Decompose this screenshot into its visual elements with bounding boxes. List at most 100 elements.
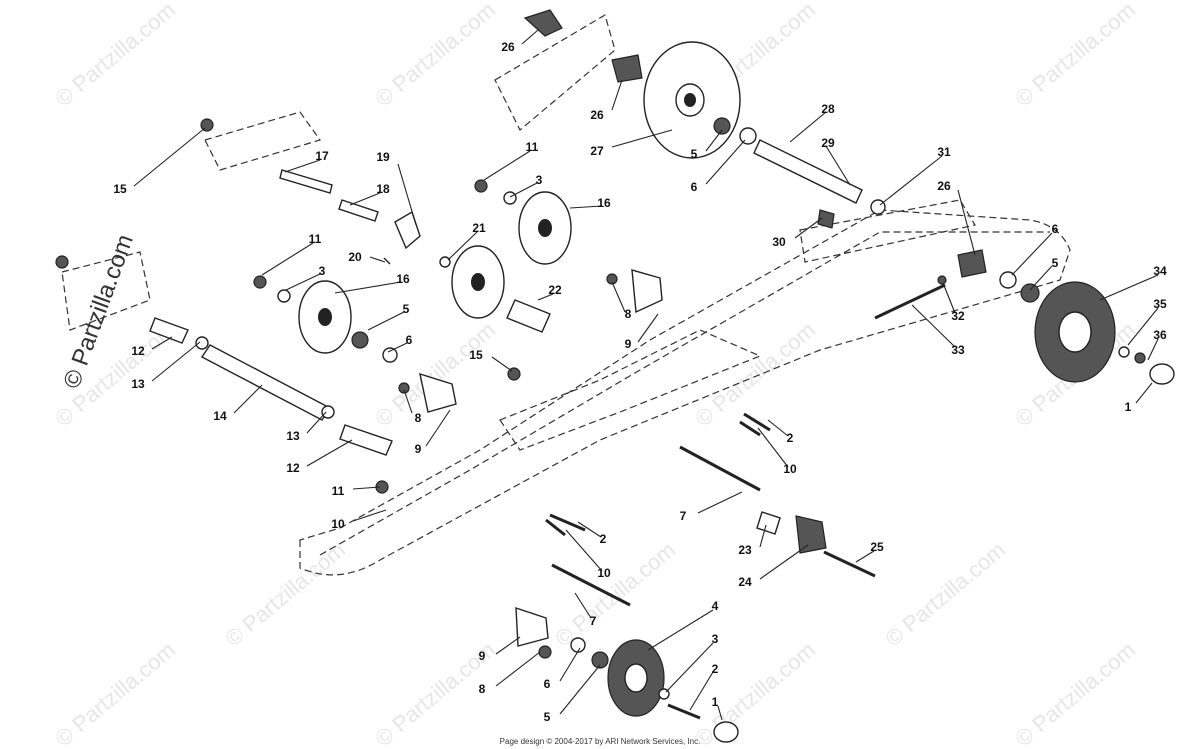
cap-1-lower — [713, 721, 739, 743]
idler-wheel-27-bore — [684, 93, 696, 107]
callout-29[interactable]: 29 — [821, 136, 835, 150]
callout-27[interactable]: 27 — [590, 144, 604, 158]
callout-2[interactable]: 2 — [787, 431, 794, 445]
leader-line — [1127, 307, 1159, 346]
callout-9[interactable]: 9 — [415, 442, 422, 456]
callout-26[interactable]: 26 — [501, 40, 515, 54]
callout-33[interactable]: 33 — [951, 343, 965, 357]
watermark-text: © Partzilla.com — [1010, 0, 1140, 111]
bracket-9-lower — [515, 607, 549, 647]
callout-34[interactable]: 34 — [1153, 264, 1167, 278]
ring-6-left — [382, 347, 398, 363]
callout-22[interactable]: 22 — [548, 283, 562, 297]
callout-15[interactable]: 15 — [113, 182, 127, 196]
callout-3[interactable]: 3 — [319, 264, 326, 278]
leader-line — [352, 486, 381, 490]
bearing-5-top — [713, 117, 731, 135]
watermark-text: © Partzilla.com — [370, 0, 500, 111]
callout-4[interactable]: 4 — [712, 599, 719, 613]
callout-6[interactable]: 6 — [691, 180, 698, 194]
leader-line — [334, 281, 402, 294]
leader-line — [352, 509, 387, 522]
callout-18[interactable]: 18 — [376, 182, 390, 196]
leader-line — [397, 163, 417, 226]
leader-line — [521, 29, 539, 45]
callout-12[interactable]: 12 — [131, 344, 145, 358]
callout-8[interactable]: 8 — [479, 682, 486, 696]
callout-10[interactable]: 10 — [331, 517, 345, 531]
callout-30[interactable]: 30 — [772, 235, 786, 249]
upper-left-rail — [204, 111, 321, 171]
callout-5[interactable]: 5 — [1052, 256, 1059, 270]
leader-line — [767, 419, 789, 437]
callout-5[interactable]: 5 — [544, 710, 551, 724]
callout-6[interactable]: 6 — [1052, 222, 1059, 236]
leader-line — [569, 205, 603, 209]
watermark-text: © Partzilla.com — [880, 537, 1010, 651]
callout-9[interactable]: 9 — [625, 337, 632, 351]
bolt-7-upper — [679, 445, 761, 492]
callout-6[interactable]: 6 — [544, 677, 551, 691]
callout-35[interactable]: 35 — [1153, 297, 1167, 311]
callout-19[interactable]: 19 — [376, 150, 390, 164]
callout-1[interactable]: 1 — [1125, 400, 1132, 414]
callout-1[interactable]: 1 — [712, 695, 719, 709]
callout-11[interactable]: 11 — [332, 484, 345, 498]
callout-12[interactable]: 12 — [286, 461, 300, 475]
callout-32[interactable]: 32 — [951, 309, 965, 323]
callout-6[interactable]: 6 — [406, 333, 413, 347]
callout-5[interactable]: 5 — [691, 147, 698, 161]
callout-26[interactable]: 26 — [590, 108, 604, 122]
callout-2[interactable]: 2 — [600, 532, 607, 546]
callout-28[interactable]: 28 — [821, 102, 835, 116]
watermark-text: © Partzilla.com — [690, 317, 820, 431]
leader-line — [447, 231, 478, 261]
nut-11-upper — [474, 179, 488, 193]
callout-16[interactable]: 16 — [597, 196, 611, 210]
pin-20 — [383, 257, 391, 265]
leader-line — [1099, 274, 1159, 301]
callout-36[interactable]: 36 — [1153, 328, 1167, 342]
callout-5[interactable]: 5 — [403, 302, 410, 316]
callout-10[interactable]: 10 — [783, 462, 797, 476]
washer-3-upper — [503, 191, 517, 205]
callout-24[interactable]: 24 — [738, 575, 752, 589]
washer-21 — [439, 256, 451, 268]
spacer-12-mid — [339, 424, 393, 456]
callout-17[interactable]: 17 — [315, 149, 329, 163]
callout-9[interactable]: 9 — [479, 649, 486, 663]
callout-13[interactable]: 13 — [131, 377, 145, 391]
callout-25[interactable]: 25 — [870, 540, 884, 554]
callout-10[interactable]: 10 — [597, 566, 611, 580]
callout-2[interactable]: 2 — [712, 662, 719, 676]
callout-3[interactable]: 3 — [712, 632, 719, 646]
callout-15[interactable]: 15 — [469, 348, 483, 362]
watermark-text: © Partzilla.com — [1010, 637, 1140, 749]
bearing-5-left — [351, 331, 369, 349]
callout-31[interactable]: 31 — [937, 145, 951, 159]
callout-14[interactable]: 14 — [213, 409, 227, 423]
callout-8[interactable]: 8 — [625, 307, 632, 321]
callout-3[interactable]: 3 — [536, 173, 543, 187]
watermark-text: © Partzilla.com — [690, 637, 820, 749]
leader-line — [879, 155, 943, 206]
callout-7[interactable]: 7 — [680, 509, 687, 523]
callout-23[interactable]: 23 — [738, 543, 752, 557]
callout-16[interactable]: 16 — [396, 272, 410, 286]
callout-26[interactable]: 26 — [937, 179, 951, 193]
callout-20[interactable]: 20 — [348, 250, 362, 264]
callout-11[interactable]: 11 — [526, 140, 539, 154]
watermark-text: © Partzilla.com — [370, 317, 500, 431]
callout-11[interactable]: 11 — [309, 232, 322, 246]
callout-7[interactable]: 7 — [590, 614, 597, 628]
nut-8-upper — [606, 273, 618, 285]
axle-14 — [200, 344, 332, 421]
rear-wheel-34-hub — [1058, 311, 1092, 353]
callout-13[interactable]: 13 — [286, 429, 300, 443]
leader-line — [705, 139, 746, 185]
callout-21[interactable]: 21 — [472, 221, 486, 235]
leader-line — [367, 311, 405, 331]
callout-8[interactable]: 8 — [415, 411, 422, 425]
